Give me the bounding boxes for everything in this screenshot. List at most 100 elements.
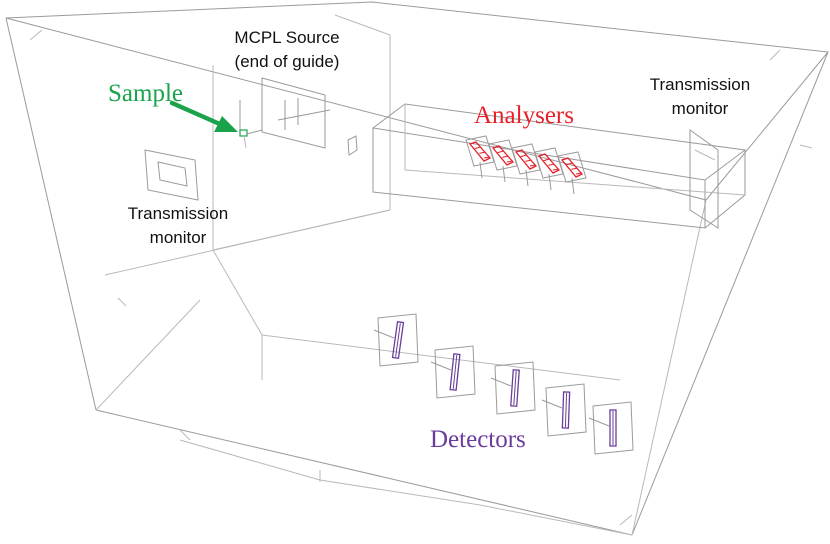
source-frame: [261, 77, 326, 149]
detector-frame: [434, 345, 476, 399]
box-edge: [212, 209, 391, 251]
sample-label: Sample: [108, 80, 183, 107]
analyser-blade: [515, 149, 523, 153]
mcpl-source-label: MCPL Source: [234, 28, 339, 47]
tick-mark: [179, 429, 191, 441]
detector-tube: [561, 391, 571, 429]
analyser-blade: [566, 162, 573, 166]
analyser-stem: [548, 173, 552, 191]
box-edge: [212, 249, 263, 336]
analyser: [511, 143, 541, 187]
detector-wire: [513, 371, 517, 405]
analyser-blade: [538, 153, 546, 157]
detector-frame: [545, 383, 587, 437]
analyser-blade: [561, 157, 569, 161]
analyser-array: [465, 135, 587, 195]
analyser-blade: [543, 158, 550, 162]
detector: [373, 313, 419, 367]
detector-wire: [395, 323, 401, 357]
enclosure-floor-edge: [95, 299, 201, 411]
analyser-blade: [483, 156, 491, 159]
analyser-blade: [529, 164, 537, 167]
analyser: [488, 139, 518, 183]
detector-beam-line: [588, 417, 610, 427]
tick-mark: [29, 29, 43, 41]
analyser-blade: [469, 141, 477, 145]
sample-square: [239, 129, 248, 137]
analyser-blade: [520, 154, 527, 158]
analyser-blade: [525, 159, 532, 162]
housing-edge: [404, 169, 746, 196]
monitor-line: [694, 149, 716, 161]
analyser-blade: [506, 160, 514, 163]
analyser-frame: [465, 135, 495, 167]
transmission-monitor-left-sublabel: monitor: [150, 228, 207, 247]
analyser-blade: [497, 150, 504, 154]
transmission-monitor-right-sublabel: monitor: [672, 99, 729, 118]
detector: [490, 361, 536, 415]
analyser-stem: [525, 169, 529, 187]
analyser-crystal: [560, 157, 584, 178]
detector: [588, 401, 634, 455]
detector-wire: [452, 355, 458, 389]
detector-frame: [592, 401, 634, 455]
detector-wire: [564, 392, 568, 428]
detector-tube: [391, 321, 405, 359]
transmission-monitor-right-label: Transmission: [650, 75, 750, 94]
sample-beam-line: [246, 129, 263, 135]
mcpl-source-sublabel: (end of guide): [235, 52, 340, 71]
detector: [541, 383, 587, 437]
monitor-outer-frame: [144, 149, 199, 201]
box-edge: [334, 14, 391, 36]
sample-area-box: [212, 14, 391, 380]
enclosure-floor-line: [479, 504, 633, 536]
transmission-monitor-right: [689, 129, 719, 229]
analyser-blade: [502, 155, 509, 158]
detector-tube: [609, 409, 617, 447]
analyser-blade: [571, 167, 578, 170]
analyser-frame: [511, 143, 541, 175]
sample-stem: [243, 135, 247, 149]
detectors-label: Detectors: [430, 426, 526, 453]
outer-enclosure: [5, 1, 829, 536]
small-slit: [347, 135, 358, 156]
detector-tube: [449, 353, 461, 391]
transmission-monitor-left: [144, 149, 199, 201]
analyser-blade: [474, 146, 481, 150]
detector-frame: [377, 313, 419, 367]
sample-arrow-head: [214, 116, 238, 132]
enclosure-edge: [631, 51, 829, 536]
transmission-monitor-left-label: Transmission: [128, 204, 228, 223]
analyser-frame: [557, 151, 587, 183]
enclosure-floor-edge: [631, 199, 707, 536]
enclosure-floor-line: [179, 439, 321, 481]
analyser-housing: [371, 103, 747, 229]
analyser-blade: [575, 172, 583, 175]
detector: [430, 345, 476, 399]
sample-arrow: [169, 100, 225, 128]
analyser: [465, 135, 495, 179]
mcpl-source: [239, 77, 358, 156]
sample-marker: [169, 100, 263, 149]
analyser-frame: [488, 139, 518, 171]
analyser-stem: [502, 165, 506, 183]
monitor-inner-frame: [157, 161, 188, 187]
tick-mark: [799, 144, 813, 149]
tick-mark: [769, 49, 781, 61]
enclosure-inner-edge: [261, 334, 621, 381]
detector-beam-line: [490, 377, 512, 387]
analyser-blade: [492, 145, 500, 149]
analyser-blade: [552, 168, 560, 171]
detector-beam-line: [430, 361, 452, 371]
source-guide-line: [277, 109, 331, 121]
analyser-frame: [534, 147, 564, 179]
analyser: [534, 147, 564, 191]
analyser-blade: [548, 163, 555, 166]
analyser-blade: [479, 151, 486, 154]
analysers-label: Analysers: [474, 102, 574, 129]
enclosure-edge: [5, 17, 97, 411]
detector-array: [373, 313, 634, 455]
detector-beam-line: [541, 399, 563, 409]
tick-mark: [117, 297, 127, 307]
